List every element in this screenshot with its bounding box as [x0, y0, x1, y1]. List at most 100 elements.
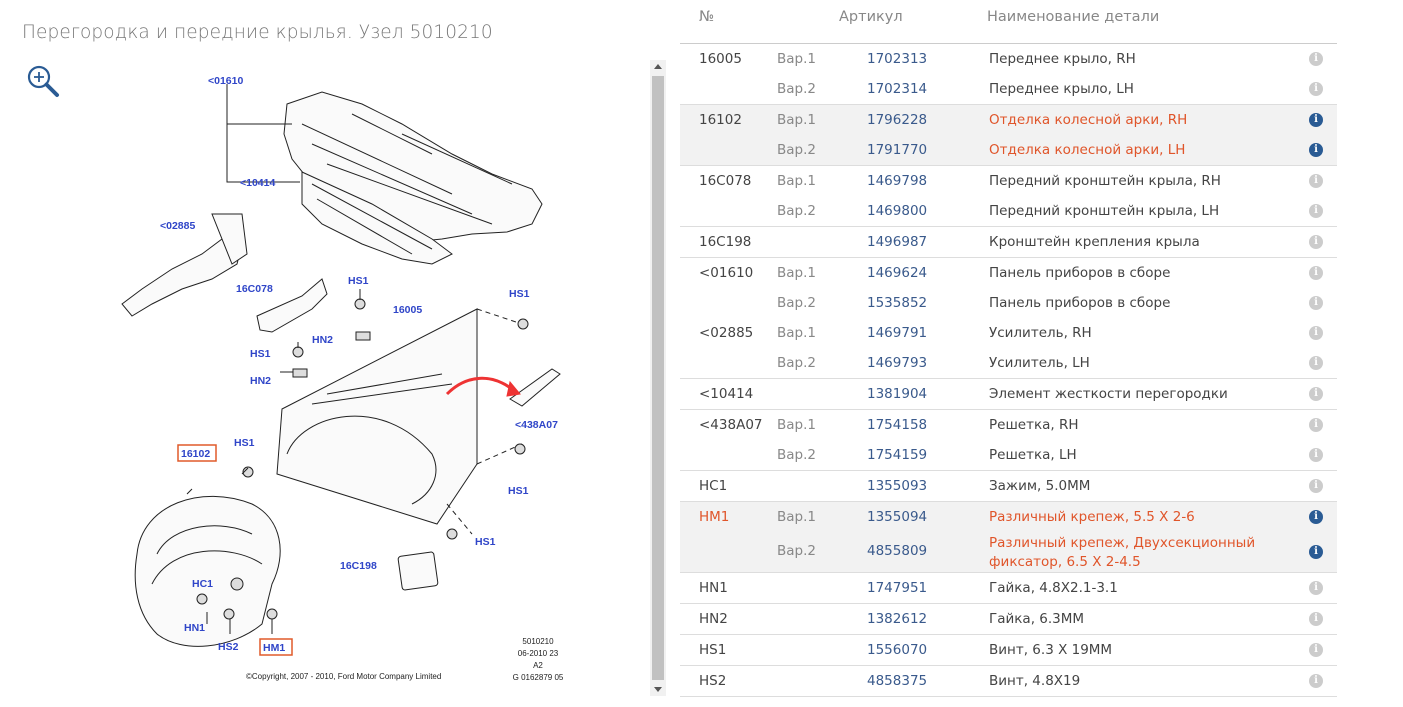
article-link[interactable]: 1469624	[867, 265, 928, 281]
diagram-label[interactable]: <01610	[208, 75, 243, 87]
scrollbar-thumb[interactable]	[652, 76, 664, 680]
diagram-label[interactable]: <438A07	[515, 419, 558, 431]
article-link[interactable]: 1469800	[867, 203, 928, 219]
diagram-label[interactable]: HS2	[218, 641, 239, 653]
part-name: Гайка, 4.8X2.1-3.1	[989, 580, 1118, 596]
article-link[interactable]: 1496987	[867, 234, 928, 250]
info-icon[interactable]: i	[1309, 235, 1323, 249]
diagram-label[interactable]: HS1	[250, 348, 271, 360]
diagram-scrollbar[interactable]	[650, 60, 666, 696]
scroll-down-icon[interactable]	[654, 687, 662, 692]
info-icon[interactable]: i	[1309, 296, 1323, 310]
diagram-label[interactable]: HS1	[348, 275, 369, 287]
article-link[interactable]: 1382612	[867, 611, 928, 627]
article-link[interactable]: 1754159	[867, 447, 928, 463]
diagram-label[interactable]: <02885	[160, 220, 195, 232]
info-icon[interactable]: i	[1309, 674, 1323, 688]
article-link[interactable]: 1355094	[867, 509, 928, 525]
diagram-label[interactable]: HS1	[509, 288, 530, 300]
article-link[interactable]: 1469798	[867, 173, 928, 189]
article-link[interactable]: 4855809	[867, 543, 928, 559]
article-link[interactable]: 1556070	[867, 642, 928, 658]
article-link[interactable]: 1791770	[867, 142, 928, 158]
info-icon[interactable]: i	[1309, 266, 1323, 280]
info-icon[interactable]: i	[1309, 143, 1323, 157]
article-link[interactable]: 1355093	[867, 478, 928, 494]
info-icon[interactable]: i	[1309, 418, 1323, 432]
zoom-in-icon[interactable]	[26, 64, 60, 98]
diagram-label[interactable]: HS1	[475, 536, 496, 548]
table-row[interactable]: 16005 Вар.1 1702313 Переднее крыло, RH i	[680, 44, 1337, 74]
diagram-label[interactable]: HS1	[508, 485, 529, 497]
info-icon[interactable]: i	[1309, 612, 1323, 626]
info-icon[interactable]: i	[1309, 356, 1323, 370]
info-icon[interactable]: i	[1309, 326, 1323, 340]
diagram-label[interactable]: HS1	[234, 437, 255, 449]
part-variant: Вар.1	[777, 51, 816, 67]
page-title: Перегородка и передние крылья. Узел 5010…	[22, 22, 493, 43]
diagram-label[interactable]: 16C078	[236, 283, 273, 295]
info-icon[interactable]: i	[1309, 52, 1323, 66]
part-name: Переднее крыло, RH	[989, 51, 1136, 67]
part-name: Решетка, RH	[989, 417, 1079, 433]
article-link[interactable]: 1381904	[867, 386, 928, 402]
article-link[interactable]: 4858375	[867, 673, 928, 689]
info-icon[interactable]: i	[1309, 204, 1323, 218]
article-link[interactable]: 1469793	[867, 355, 928, 371]
article-link[interactable]: 1702313	[867, 51, 928, 67]
scroll-up-icon[interactable]	[654, 64, 662, 69]
wheel-arch-liner-shape	[134, 495, 281, 647]
diagram-label[interactable]: 16C198	[340, 560, 377, 572]
info-icon[interactable]: i	[1309, 643, 1323, 657]
info-icon[interactable]: i	[1309, 174, 1323, 188]
info-icon[interactable]: i	[1309, 581, 1323, 595]
diagram-label[interactable]: 16005	[393, 304, 422, 316]
article-link[interactable]: 1796228	[867, 112, 928, 128]
diagram-label[interactable]: HC1	[192, 578, 213, 590]
article-link[interactable]: 1754158	[867, 417, 928, 433]
diagram-label-boxed[interactable]: HM1	[263, 642, 285, 654]
info-icon[interactable]: i	[1309, 387, 1323, 401]
parts-diagram: <01610 <10414 <02885 16C078 HS1 16005 HS…	[121, 75, 564, 682]
article-link[interactable]: 1747951	[867, 580, 928, 596]
article-link[interactable]: 1535852	[867, 295, 928, 311]
info-icon[interactable]: i	[1309, 510, 1323, 524]
diagram-label-boxed[interactable]: 16102	[181, 448, 210, 460]
article-link[interactable]: 1469791	[867, 325, 928, 341]
info-icon[interactable]: i	[1309, 479, 1323, 493]
part-number: 16005	[699, 51, 742, 67]
part-variant: Вар.2	[777, 142, 816, 158]
info-icon[interactable]: i	[1309, 82, 1323, 96]
diagram-label[interactable]: HN2	[250, 375, 271, 387]
info-icon[interactable]: i	[1309, 448, 1323, 462]
diagram-label[interactable]: <10414	[240, 177, 275, 189]
part-variant: Вар.2	[777, 81, 816, 97]
part-name: Решетка, LH	[989, 447, 1077, 463]
info-icon[interactable]: i	[1309, 113, 1323, 127]
info-icon[interactable]: i	[1309, 545, 1323, 559]
diagram-label[interactable]: HN2	[312, 334, 333, 346]
article-link[interactable]: 1702314	[867, 81, 928, 97]
diagram-label[interactable]: HN1	[184, 622, 205, 634]
